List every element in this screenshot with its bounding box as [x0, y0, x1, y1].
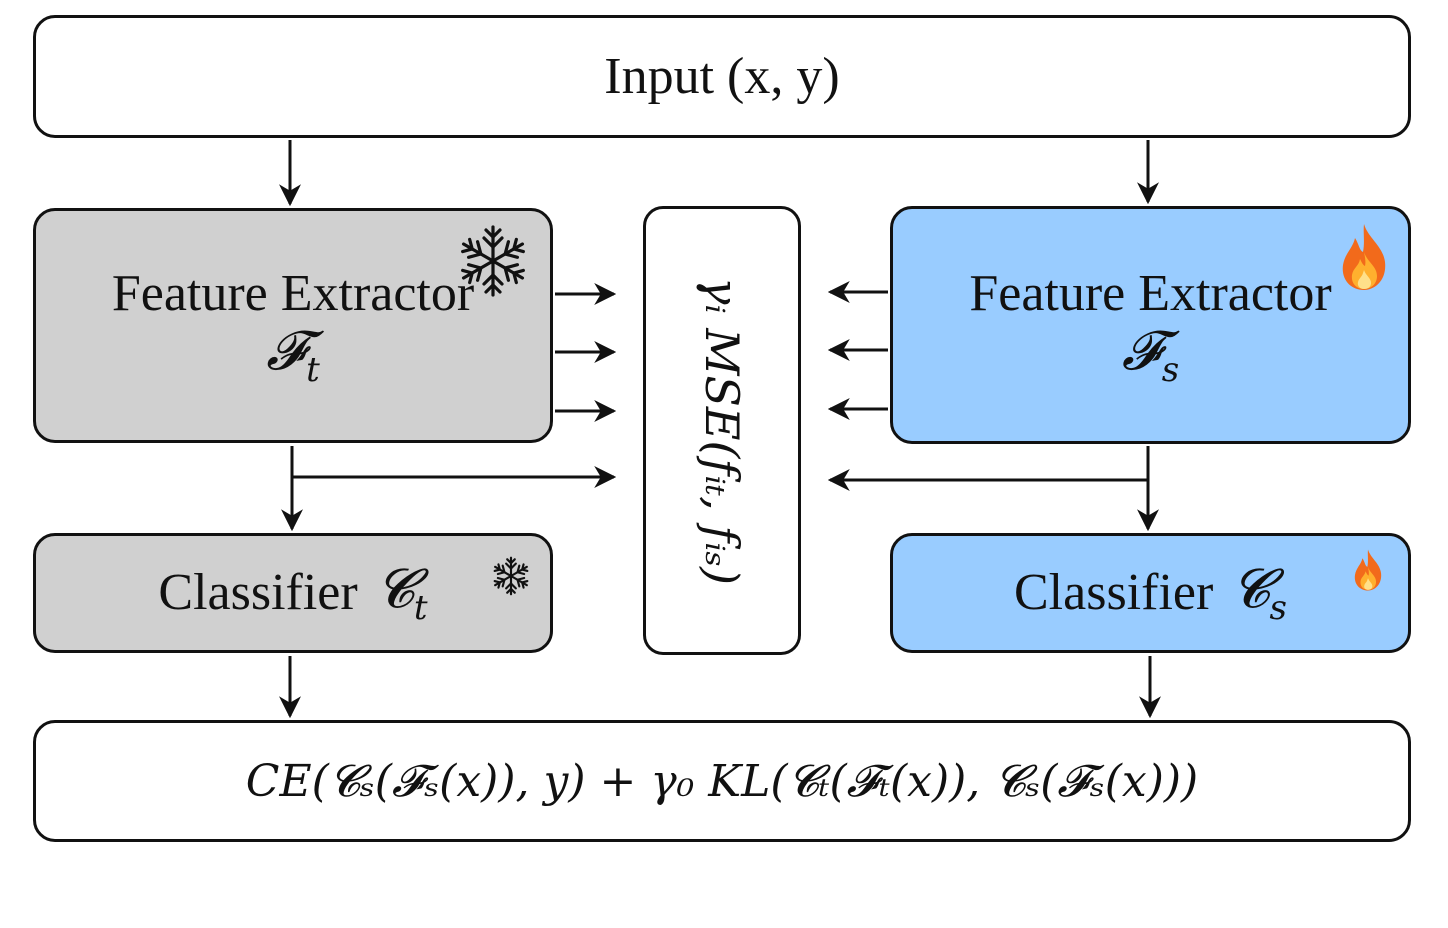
student-extractor-title: Feature Extractor — [969, 264, 1332, 322]
fire-icon — [1342, 224, 1386, 290]
mse-loss-box: γᵢ MSE(fᵢₜ, fᵢₛ) — [643, 206, 801, 655]
total-loss-box: CE(𝓒ₛ(𝓕ₛ(x)), y) + γ₀ KL(𝓒ₜ(𝓕ₜ(x)), 𝓒ₛ(𝓕… — [33, 720, 1411, 842]
student-classifier-symbol: 𝓒s — [1231, 561, 1287, 628]
student-extractor-symbol: 𝓕s — [1122, 323, 1180, 390]
teacher-extractor-symbol-sub: t — [306, 349, 320, 390]
student-extractor-symbol-sub: s — [1161, 349, 1180, 390]
teacher-classifier-symbol-main: 𝓒 — [375, 556, 414, 620]
input-box: Input (x, y) — [33, 15, 1411, 138]
total-loss-formula: CE(𝓒ₛ(𝓕ₛ(x)), y) + γ₀ KL(𝓒ₜ(𝓕ₜ(x)), 𝓒ₛ(𝓕… — [245, 755, 1199, 807]
student-classifier-symbol-sub: s — [1269, 587, 1287, 628]
student-classifier-title: Classifier — [1014, 564, 1214, 622]
student-classifier-symbol-main: 𝓒 — [1231, 556, 1270, 620]
teacher-extractor-symbol-main: 𝓕 — [266, 319, 307, 382]
snowflake-icon-small — [491, 556, 531, 596]
teacher-classifier-symbol-sub: t — [413, 587, 428, 628]
teacher-extractor-title: Feature Extractor — [111, 265, 475, 323]
student-extractor-symbol-main: 𝓕 — [1121, 318, 1162, 382]
snowflake-icon — [457, 225, 529, 297]
teacher-classifier: Classifier 𝓒t — [33, 533, 553, 653]
fire-icon-small — [1354, 549, 1382, 591]
mse-formula: γᵢ MSE(fᵢₜ, fᵢₛ) — [695, 276, 750, 585]
teacher-classifier-symbol: 𝓒t — [376, 561, 428, 628]
input-label: Input (x, y) — [604, 47, 840, 105]
student-classifier: Classifier 𝓒s — [890, 533, 1411, 653]
teacher-classifier-title: Classifier — [158, 564, 358, 622]
student-feature-extractor: Feature Extractor 𝓕s — [890, 206, 1411, 444]
teacher-extractor-symbol: 𝓕t — [266, 324, 320, 387]
